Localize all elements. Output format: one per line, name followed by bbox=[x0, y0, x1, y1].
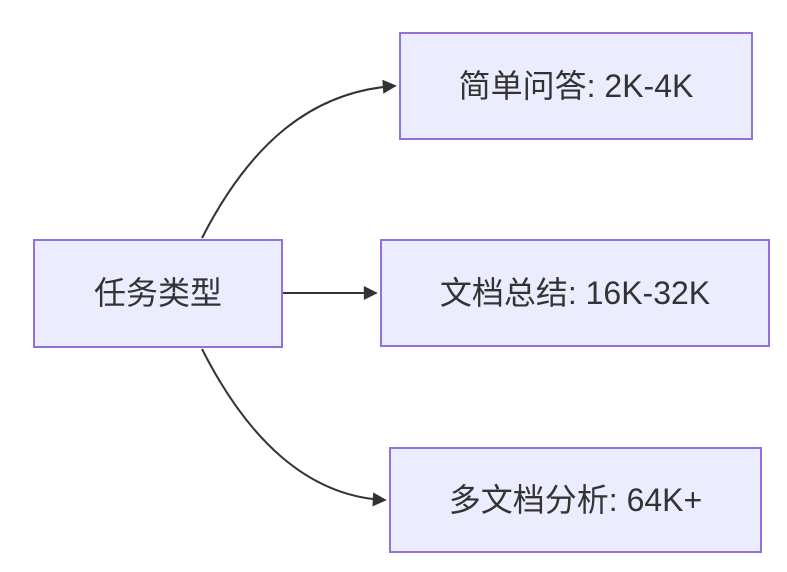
node-simple-qa-label: 简单问答: 2K-4K bbox=[458, 67, 694, 104]
edge-task-type-to-simple-qa bbox=[201, 79, 397, 239]
node-simple-qa: 简单问答: 2K-4K bbox=[399, 32, 753, 140]
node-doc-summary: 文档总结: 16K-32K bbox=[380, 239, 770, 347]
node-task-type: 任务类型 bbox=[33, 239, 283, 348]
edge-task-type-to-multi-doc bbox=[201, 348, 387, 507]
node-multi-doc-label: 多文档分析: 64K+ bbox=[448, 481, 703, 518]
node-doc-summary-label: 文档总结: 16K-32K bbox=[439, 274, 711, 311]
node-task-type-label: 任务类型 bbox=[93, 275, 222, 312]
node-multi-doc: 多文档分析: 64K+ bbox=[389, 447, 762, 553]
